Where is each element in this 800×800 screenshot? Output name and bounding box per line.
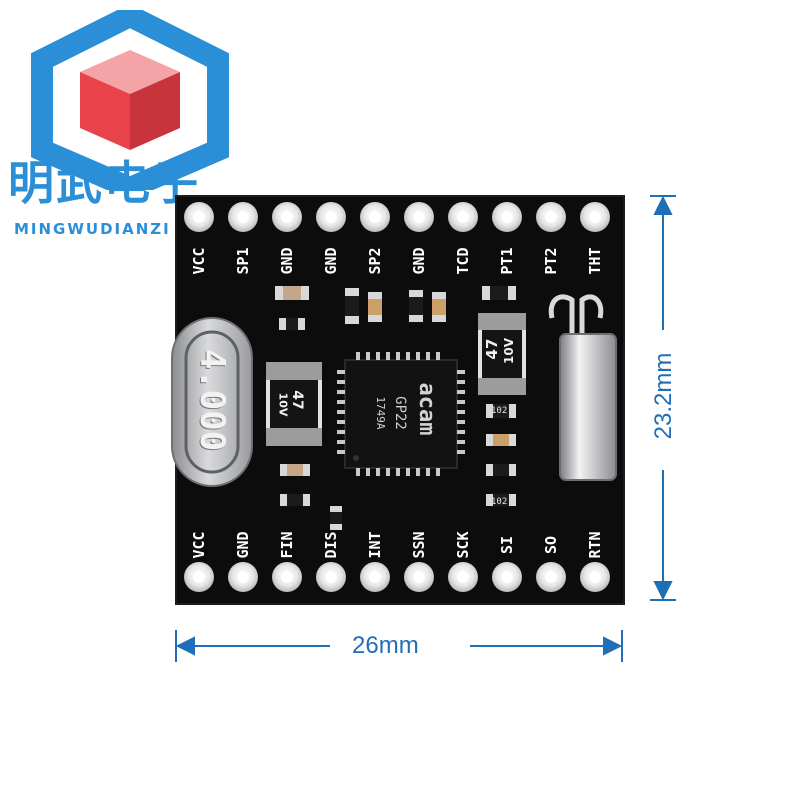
pin-label-gnd-top-1: GND xyxy=(278,247,296,275)
pin-label-dis: DIS xyxy=(322,531,340,559)
chip-code: 1749A xyxy=(374,396,387,430)
dimension-width xyxy=(175,630,623,662)
top-pin-pads xyxy=(184,202,610,232)
capacitor-left xyxy=(266,362,322,446)
capacitor-left-value: 47 xyxy=(289,390,305,410)
brand-name-english: MINGWUDIANZI xyxy=(14,220,171,238)
main-chip xyxy=(337,352,465,476)
capacitor-right xyxy=(478,313,526,395)
bottom-pin-pads xyxy=(184,562,610,592)
crystal-oscillator xyxy=(171,317,253,487)
pin-label-vcc-top: VCC xyxy=(190,247,208,275)
brand-name-chinese: 明武电子 xyxy=(8,156,200,210)
smd-components xyxy=(275,286,516,530)
cube-front xyxy=(80,72,130,150)
pin-label-sp1: SP1 xyxy=(234,247,252,275)
brand-logo-icon xyxy=(30,10,229,190)
chip-model: GP22 xyxy=(392,396,408,430)
pin-label-gnd-top-3: GND xyxy=(410,247,428,275)
pin-label-rtn: RTN xyxy=(586,531,604,559)
pin-label-int: INT xyxy=(366,531,384,559)
pin-label-pt1: PT1 xyxy=(498,247,516,275)
resistor-marking-2: 102 xyxy=(491,497,508,507)
width-dimension-label: 26mm xyxy=(352,632,419,659)
capacitor-right-voltage: 10V xyxy=(502,338,516,364)
pin-label-sck: SCK xyxy=(454,531,472,559)
pin-label-gnd-top-2: GND xyxy=(322,247,340,275)
pin-label-sp2: SP2 xyxy=(366,247,384,275)
cylinder-crystal xyxy=(548,294,617,481)
pin-label-pt2: PT2 xyxy=(542,247,560,275)
cube-side xyxy=(130,72,180,150)
chip-logo: acam xyxy=(414,382,439,436)
capacitor-right-value: 47 xyxy=(483,338,501,360)
pin-label-tht: THT xyxy=(586,247,604,275)
crystal-marking: 4.000 xyxy=(192,348,232,452)
pin-label-gnd-bottom: GND xyxy=(234,531,252,559)
resistor-marking-1: 102 xyxy=(491,406,508,416)
pin-label-tcd: TCD xyxy=(454,247,472,275)
pin-label-si: SI xyxy=(498,535,516,555)
pin-label-vcc-bottom: VCC xyxy=(190,531,208,559)
height-dimension-label: 23.2mm xyxy=(650,352,677,440)
pin-label-so: SO xyxy=(542,535,560,555)
capacitor-left-voltage: 10V xyxy=(276,392,290,417)
pin-label-fin: FIN xyxy=(278,531,296,559)
pin-label-ssn: SSN xyxy=(410,531,428,559)
dimension-height xyxy=(650,195,676,601)
